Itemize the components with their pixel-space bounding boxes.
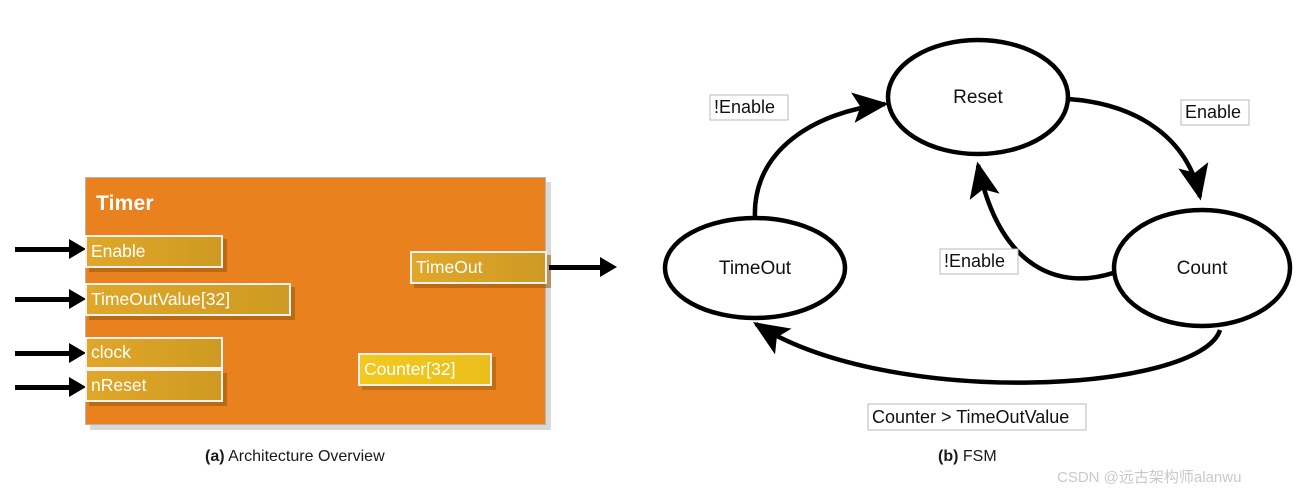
caption-b-tag: (b)	[938, 448, 959, 465]
edge-label-timeout-to-reset: !Enable	[709, 94, 789, 121]
input-arrow-head-clock	[69, 343, 86, 363]
state-reset-label: Reset	[953, 87, 1003, 108]
output-arrow-head-timeout	[600, 257, 617, 277]
fsm-panel: Reset Count TimeOut !Enable Enable !Enab…	[640, 0, 1301, 496]
timer-block-title: Timer	[96, 192, 154, 215]
port-enable-label: Enable	[91, 240, 146, 261]
state-timeout-label: TimeOut	[719, 258, 792, 279]
caption-a-text: Architecture Overview	[228, 448, 385, 465]
port-enable[interactable]: Enable	[85, 235, 223, 268]
caption-panel-a: (a) Architecture Overview	[205, 448, 385, 466]
state-reset[interactable]	[885, 37, 1071, 157]
input-arrow-head-timeoutvalue	[69, 289, 86, 309]
input-arrow-head-enable	[69, 239, 86, 259]
input-arrow-head-nreset	[69, 377, 86, 397]
transition-count-to-timeout	[752, 322, 1223, 385]
edge-label-count-to-timeout: Counter > TimeOutValue	[867, 403, 1087, 431]
edge-label-count-to-reset-text: !Enable	[944, 251, 1005, 271]
caption-b-text: FSM	[962, 448, 997, 465]
input-arrow-line-enable	[15, 247, 70, 252]
transition-timeout-to-reset	[752, 92, 889, 219]
state-count-label: Count	[1177, 258, 1228, 279]
transition-reset-to-count	[1067, 96, 1209, 201]
port-clock-label: clock	[91, 342, 131, 363]
architecture-panel: Timer Enable TimeOutValue[32] clock nRes…	[0, 0, 640, 496]
port-timeoutvalue-label: TimeOutValue[32]	[91, 288, 231, 309]
state-count[interactable]	[1111, 207, 1293, 329]
signal-counter[interactable]: Counter[32]	[358, 353, 492, 386]
port-timeout-output[interactable]: TimeOut	[410, 251, 547, 284]
port-timeout-label: TimeOut	[416, 256, 483, 277]
edge-label-count-to-timeout-text: Counter > TimeOutValue	[872, 407, 1069, 427]
transition-count-to-reset	[969, 161, 1114, 281]
edge-label-reset-to-count-text: Enable	[1185, 102, 1241, 122]
port-timeoutvalue[interactable]: TimeOutValue[32]	[85, 283, 291, 316]
fsm-diagram: Reset Count TimeOut !Enable Enable !Enab…	[662, 37, 1293, 431]
input-arrow-line-clock	[15, 351, 70, 356]
watermark: CSDN @远古架构师alanwu	[1057, 469, 1242, 486]
output-arrow-line-timeout	[549, 265, 601, 270]
edge-label-reset-to-count: Enable	[1180, 99, 1250, 126]
port-nreset[interactable]: nReset	[85, 369, 223, 402]
input-arrow-line-nreset	[15, 385, 70, 390]
state-timeout[interactable]	[662, 215, 848, 321]
caption-panel-b: (b) FSM	[938, 448, 997, 466]
edge-label-timeout-to-reset-text: !Enable	[714, 97, 775, 117]
edge-label-count-to-reset: !Enable	[939, 248, 1019, 275]
input-arrow-line-timeoutvalue	[15, 297, 70, 302]
port-clock[interactable]: clock	[85, 337, 223, 369]
signal-counter-label: Counter[32]	[364, 358, 456, 379]
port-nreset-label: nReset	[91, 374, 147, 395]
caption-a-tag: (a)	[205, 448, 225, 465]
